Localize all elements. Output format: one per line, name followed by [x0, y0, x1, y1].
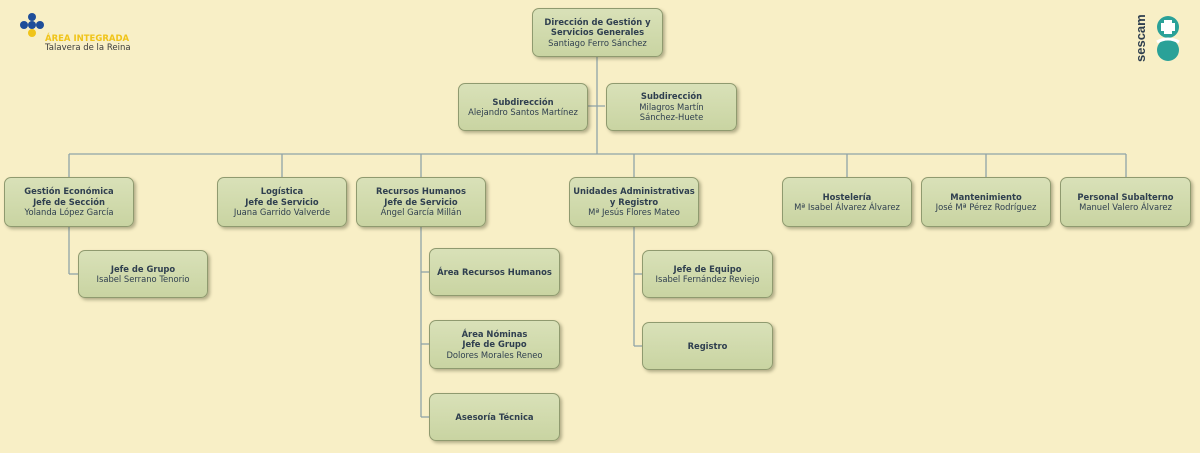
node-title-line: Área Nóminas: [461, 328, 528, 339]
node-title-line: y Registro: [609, 196, 659, 207]
sescam-wordmark: sescam: [1133, 14, 1148, 62]
node-person-name: Juana Garrido Valverde: [233, 207, 331, 218]
logo-line-2: Talavera de la Reina: [45, 43, 131, 53]
node-area-rrhh: Área Recursos Humanos: [429, 248, 560, 296]
node-person-name: Isabel Serrano Tenorio: [96, 274, 190, 284]
node-title-line: Jefe de Grupo: [110, 263, 176, 274]
node-title-line: Mantenimiento: [950, 191, 1022, 202]
node-person-name: Sánchez-Huete: [639, 112, 704, 123]
node-title-line: Dirección de Gestión y: [544, 16, 651, 27]
node-title-line: Jefe de Servicio: [245, 196, 319, 207]
node-title-line: Subdirección: [640, 91, 703, 102]
node-title-line: Servicios Generales: [550, 27, 645, 38]
node-asesoria-tecnica: Asesoría Técnica: [429, 393, 560, 441]
node-title-line: Área Recursos Humanos: [437, 266, 552, 277]
node-title-line: Asesoría Técnica: [455, 411, 534, 422]
node-person-name: Alejandro Santos Martínez: [468, 107, 578, 117]
node-person-name: José Mª Pérez Rodríguez: [935, 202, 1037, 212]
node-person-name: Manuel Valero Álvarez: [1079, 202, 1172, 212]
node-title-line: Personal Subalterno: [1077, 191, 1174, 202]
node-person-name: Ángel García Millán: [380, 207, 462, 218]
node-title-line: Registro: [687, 340, 728, 351]
node-title-line: Gestión Económica: [24, 186, 114, 197]
node-person-name: Yolanda López García: [24, 207, 114, 218]
node-title-line: Unidades Administrativas: [573, 186, 695, 197]
node-person-name: Santiago Ferro Sánchez: [548, 37, 647, 48]
node-title-line: Hostelería: [822, 191, 872, 202]
node-title-line: Jefe de Grupo: [462, 339, 527, 350]
node-title-line: Jefe de Servicio: [384, 196, 458, 207]
logo-line-1: ÁREA INTEGRADA: [45, 34, 130, 44]
node-person-name: Mª Isabel Álvarez Álvarez: [794, 202, 900, 212]
node-person-name: Mª Jesús Flores Mateo: [588, 207, 680, 218]
node-title-line: Recursos Humanos: [376, 186, 466, 197]
sescam-cross-icon: sescam: [1133, 14, 1180, 62]
node-title-line: Jefe de Equipo: [673, 263, 742, 274]
node-person-name: Isabel Fernández Reviejo: [655, 274, 760, 284]
node-person-name: Dolores Morales Reneo: [446, 349, 543, 360]
area-integrada-logo: ÁREA INTEGRADA Talavera de la Reina: [19, 12, 149, 54]
node-title-line: Subdirección: [492, 96, 554, 107]
node-title-line: Jefe de Sección: [33, 196, 105, 207]
cross-dots-icon: [20, 13, 44, 37]
sescam-logo: sescam: [1133, 12, 1185, 66]
node-title-line: Logística: [260, 186, 304, 197]
node-person-name: Milagros Martín: [639, 101, 704, 112]
node-registro: Registro: [642, 322, 773, 370]
